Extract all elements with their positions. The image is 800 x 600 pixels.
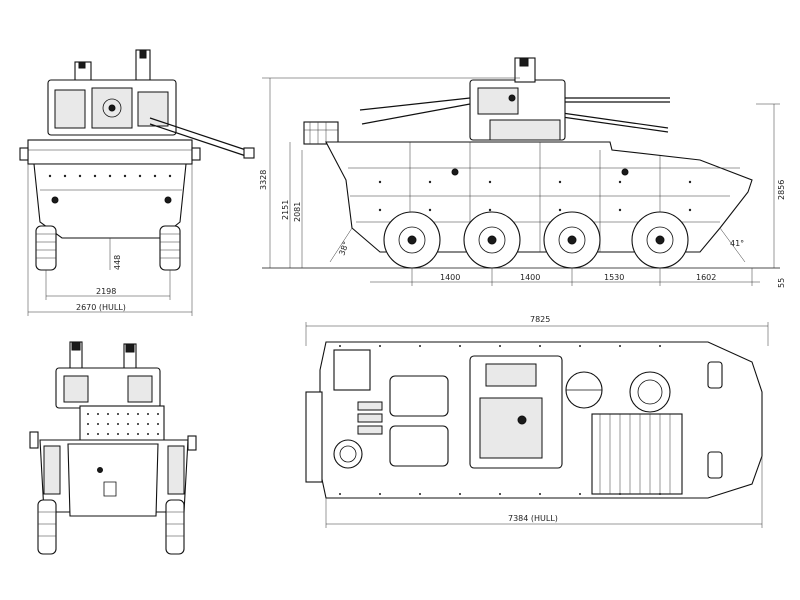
- rear-wheel-left: [37, 499, 57, 555]
- top-view: 7825: [305, 315, 769, 528]
- rear-door: [67, 443, 159, 517]
- side-wheel-3: [543, 211, 601, 269]
- side-wheel-1: [383, 211, 441, 269]
- dim-side-rear-offset: 55: [777, 278, 786, 288]
- dim-side-height-a: 2151: [281, 200, 290, 220]
- front-view: 448 2198 2670 (HULL): [19, 49, 255, 316]
- rear-wheel-right: [165, 499, 185, 555]
- front-gun-barrel: [149, 117, 247, 151]
- dim-side-approach-angle: 38°: [337, 240, 350, 256]
- rear-stowage-grid: [79, 405, 165, 443]
- dim-top-total-length: 7825: [530, 315, 550, 324]
- top-engine-grille: [591, 413, 683, 495]
- dim-side-rear-overhang: 1602: [696, 273, 716, 282]
- dim-side-axle-1-2: 1400: [440, 273, 460, 282]
- front-wheel-left: [35, 225, 57, 271]
- side-gun-lower: [554, 111, 669, 129]
- dim-front-hull-width: 2670 (HULL): [76, 303, 126, 312]
- side-stowage-basket: [303, 121, 339, 145]
- dim-front-track: 2198: [96, 287, 116, 296]
- side-rear-gun: [359, 97, 471, 111]
- dim-side-axle-2-3: 1400: [520, 273, 540, 282]
- top-driver-hatch: [629, 371, 671, 413]
- side-wheel-2: [463, 211, 521, 269]
- dim-side-axle-3-4: 1530: [604, 273, 624, 282]
- dim-front-ground-clearance: 448: [113, 255, 122, 270]
- dim-side-rear-height: 2856: [777, 180, 786, 200]
- rear-view: [29, 341, 197, 555]
- dim-top-hull-length: 7384 (HULL): [508, 514, 558, 523]
- side-wheel-4: [631, 211, 689, 269]
- front-wheel-right: [159, 225, 181, 271]
- dim-side-height-b: 2081: [293, 202, 302, 222]
- front-hull-top: [27, 139, 193, 165]
- dim-side-departure-angle: 41°: [730, 239, 744, 248]
- side-view: 3328 2151 2081 38° 41° 2856 1400 1400 15…: [259, 57, 786, 288]
- dim-side-total-height: 3328: [259, 170, 268, 190]
- top-stowage-basket: [305, 391, 323, 483]
